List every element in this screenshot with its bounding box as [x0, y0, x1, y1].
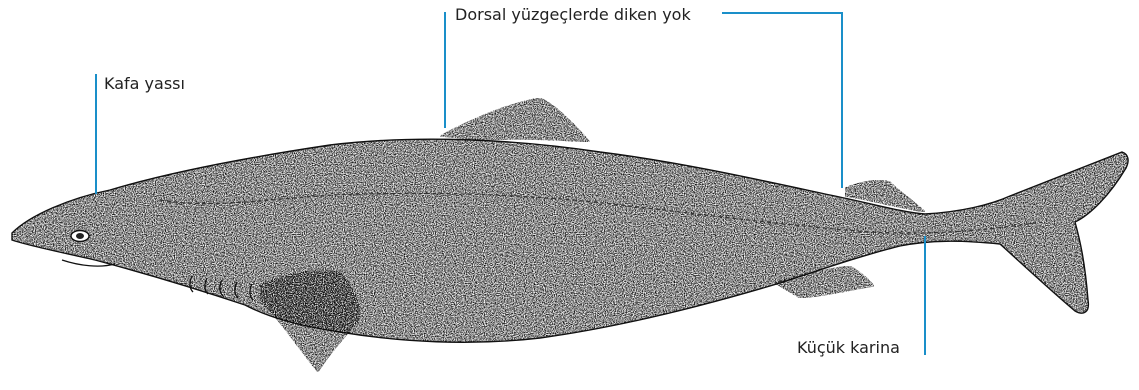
pupil-icon [76, 233, 84, 239]
callout-line-dorsal-right [722, 13, 842, 188]
label-dorsal-fins: Dorsal yüzgeçlerde diken yok [455, 5, 691, 25]
first-dorsal-fin [440, 98, 590, 142]
shark-body-fill [12, 139, 1128, 342]
shark-body [12, 98, 1128, 372]
label-small-keel: Küçük karina [797, 338, 900, 358]
pectoral-fin [260, 271, 360, 372]
label-flat-head: Kafa yassı [104, 74, 185, 94]
